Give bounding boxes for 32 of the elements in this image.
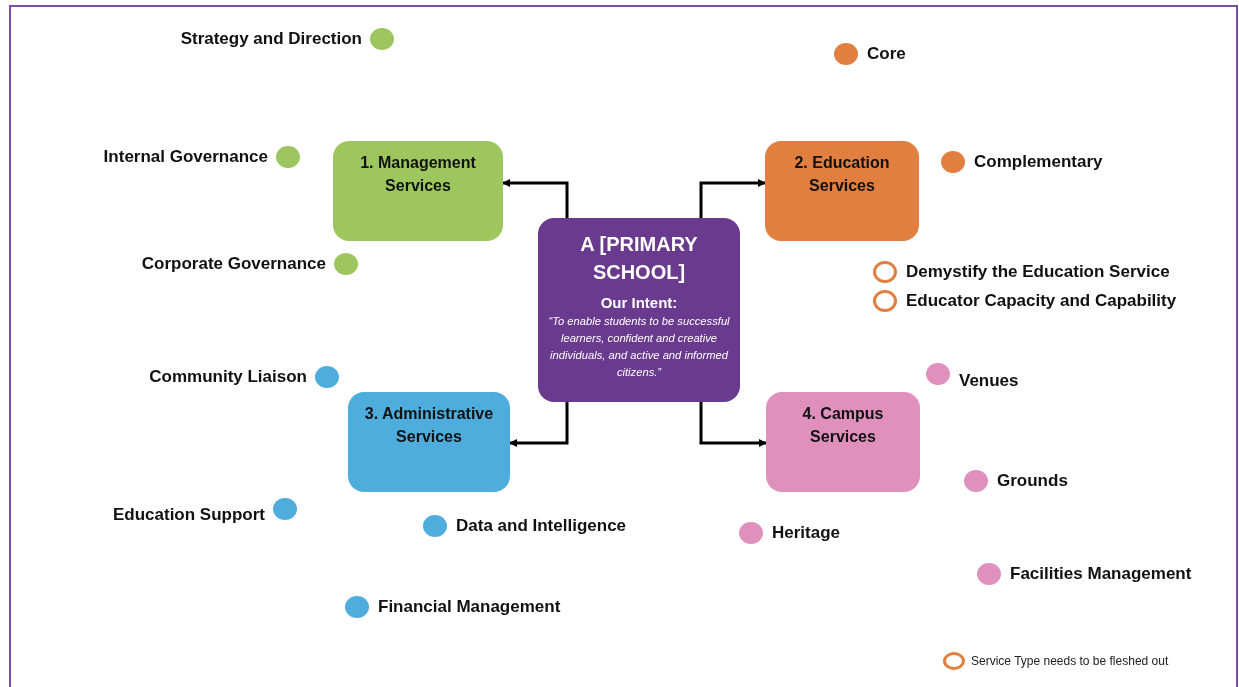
service-type-label: Complementary xyxy=(974,152,1103,172)
service-type-label: Demystify the Education Service xyxy=(906,262,1170,282)
service-type-label: Venues xyxy=(959,371,1019,391)
service-title: 2. Education Services xyxy=(793,153,891,196)
intent-heading: Our Intent: xyxy=(599,294,679,311)
service-box xyxy=(766,392,920,492)
arrow xyxy=(699,179,766,218)
service-type-label: Corporate Governance xyxy=(141,254,326,274)
service-type-label: Grounds xyxy=(997,471,1068,491)
service-title: 3. Administrative Services xyxy=(363,404,495,447)
arrow xyxy=(502,179,569,218)
service-type-label: Financial Management xyxy=(378,597,561,617)
arrow xyxy=(509,402,569,447)
service-title: 4. Campus Services xyxy=(801,404,885,447)
service-box xyxy=(333,141,503,241)
service-type-label: Heritage xyxy=(772,523,841,543)
legend-text: Service Type needs to be fleshed out xyxy=(971,654,1169,668)
intent-quote: “To enable students to be successful learners, confident and creative individuals, and active and informed citizens.” xyxy=(548,314,730,380)
service-type-label: Data and Intelligence xyxy=(456,516,627,536)
service-type-label: Internal Governance xyxy=(103,147,268,167)
service-type-label: Education Support xyxy=(112,505,265,525)
service-type-label: Facilities Management xyxy=(1010,564,1192,584)
service-box xyxy=(348,392,510,492)
service-type-label: Core xyxy=(867,44,906,64)
service-type-label: Strategy and Direction xyxy=(180,29,362,49)
service-box xyxy=(765,141,919,241)
school-title: A [PRIMARY SCHOOL] xyxy=(579,232,699,285)
service-type-label: Community Liaison xyxy=(149,367,307,387)
service-title: 1. Management Services xyxy=(359,153,477,196)
service-type-label: Educator Capacity and Capability xyxy=(906,291,1177,311)
center-box xyxy=(538,218,740,402)
arrow xyxy=(699,402,767,447)
